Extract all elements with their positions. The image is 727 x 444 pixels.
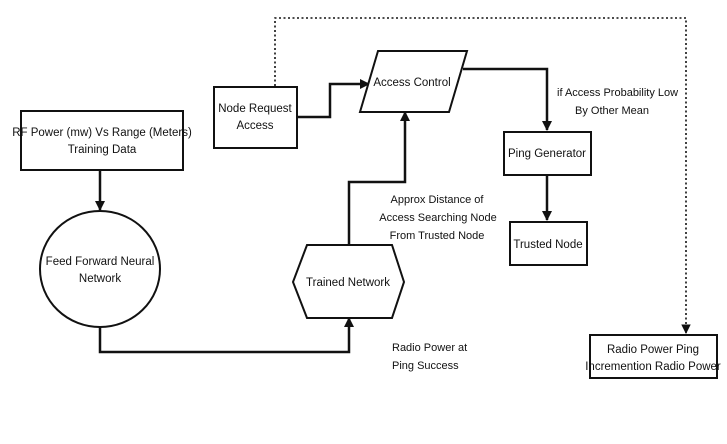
radio-power-at-ping-success-label: Radio Power at Ping Success [392,342,467,372]
approx-distance-line1: Approx Distance of [391,194,485,206]
edge-request-to-radio-ping-dotted [274,17,691,334]
edge-trained-to-access [347,111,410,245]
radio-power-success-line2: Ping Success [392,360,459,372]
rf-power-label-line2: Training Data [68,144,137,156]
edge-ffnn-to-trained [98,317,354,354]
node-request-access-box: Node Request Access [213,86,298,149]
radio-power-ping-box: Radio Power Ping Incremention Radio Powe… [585,334,721,379]
ping-generator-label: Ping Generator [508,148,586,160]
edge-access-to-ping [463,67,552,131]
rf-power-label-line1: RF Power (mw) Vs Range (Meters) [12,127,192,139]
ffnn-label-line2: Network [79,273,121,285]
access-control-parallelogram: Access Control [358,50,469,113]
radio-power-success-line1: Radio Power at [392,342,467,354]
approx-distance-line3: From Trusted Node [390,230,485,242]
approx-distance-line2: Access Searching Node [379,212,496,224]
trained-network-label: Trained Network [306,277,390,289]
trained-network-hexagon: Trained Network [291,244,406,319]
access-low-line2: By Other Mean [575,105,649,117]
approx-distance-label: Approx Distance of Access Searching Node… [379,194,496,242]
radio-power-ping-label-line2: Incremention Radio Power [585,361,721,373]
node-request-label-line2: Access [236,120,273,132]
edge-request-to-access [297,79,370,119]
ping-generator-box: Ping Generator [503,131,592,176]
rf-power-training-data-box: RF Power (mw) Vs Range (Meters) Training… [12,110,192,171]
feed-forward-neural-network-ellipse: Feed Forward Neural Network [39,210,161,328]
access-probability-low-label: if Access Probability Low By Other Mean [557,87,678,117]
access-control-label: Access Control [373,77,450,89]
radio-power-ping-label-line1: Radio Power Ping [607,344,699,356]
node-request-label-line1: Node Request [218,103,292,115]
trusted-node-label: Trusted Node [513,239,582,251]
ffnn-label-line1: Feed Forward Neural [46,256,155,268]
trusted-node-box: Trusted Node [509,221,588,266]
access-low-line1: if Access Probability Low [557,87,678,99]
